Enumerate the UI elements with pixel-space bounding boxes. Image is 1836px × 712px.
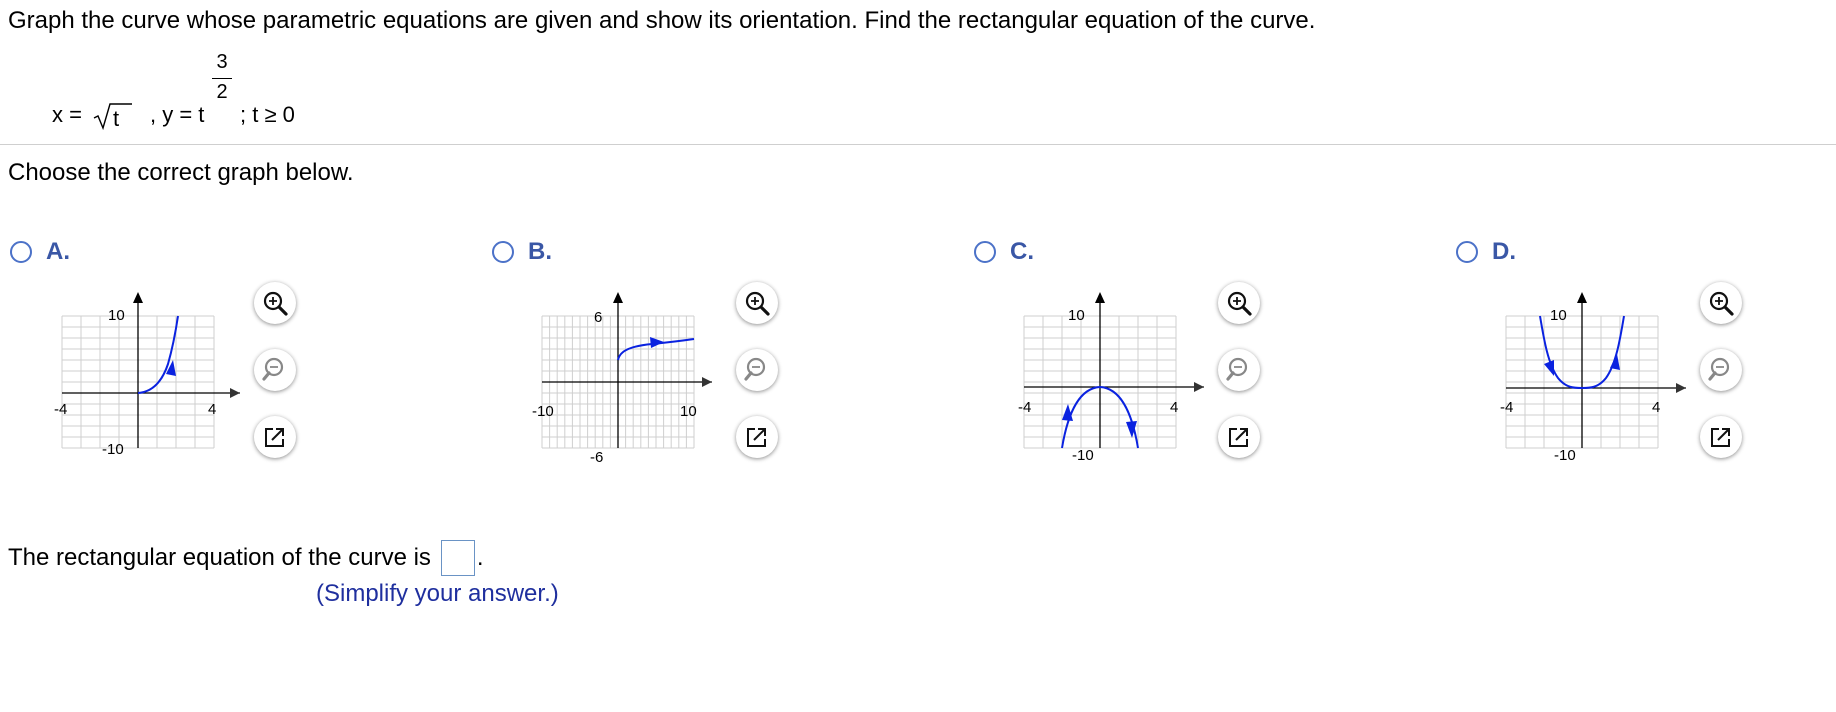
zoom-out-button-a[interactable] [254, 349, 296, 391]
option-b[interactable]: B. [492, 236, 552, 268]
zoom-in-icon [1227, 291, 1252, 316]
zoom-in-icon [263, 291, 288, 316]
radio-option-b[interactable] [492, 241, 514, 263]
simplify-hint: (Simplify your answer.) [316, 580, 559, 607]
equation-y-part: , y = t [150, 102, 205, 127]
tick-label-y-bottom: -10 [1554, 447, 1576, 462]
option-a-letter: A. [46, 238, 70, 265]
zoom-out-button-d[interactable] [1700, 349, 1742, 391]
answer-period: . [476, 544, 484, 571]
zoom-out-button-b[interactable] [736, 349, 778, 391]
radio-option-a[interactable] [10, 241, 32, 263]
axes [1506, 296, 1686, 448]
option-c[interactable]: C. [974, 236, 1034, 268]
answer-input[interactable] [440, 540, 475, 576]
orientation-arrow [166, 360, 176, 376]
zoom-in-button-c[interactable] [1218, 282, 1260, 324]
popout-button-b[interactable] [736, 416, 778, 458]
graph-b: -10 10 6 -6 [532, 292, 712, 462]
y-axis-arrow [1577, 292, 1587, 303]
tick-label-x-right: 4 [1170, 399, 1178, 416]
zoom-out-icon [262, 357, 284, 381]
orientation-arrow-right [1610, 354, 1620, 370]
axes [62, 296, 240, 448]
axes [542, 296, 712, 448]
curve [137, 315, 179, 394]
exponent-numerator: 3 [216, 51, 228, 73]
tick-label-y-bottom: -10 [1072, 447, 1094, 462]
exponent-denominator: 2 [216, 81, 228, 103]
zoom-in-button-a[interactable] [254, 282, 296, 324]
orientation-arrow [650, 337, 664, 348]
axes [1024, 296, 1204, 448]
divider [0, 144, 1836, 145]
answer-line: The rectangular equation of the curve is… [8, 540, 484, 576]
y-axis-arrow [1095, 292, 1105, 303]
tick-label-y-top: 10 [1068, 307, 1085, 324]
zoom-out-icon [1708, 357, 1730, 381]
zoom-in-icon [1709, 291, 1734, 316]
orientation-arrow-left [1062, 404, 1073, 421]
graph-c: -4 4 10 -10 [1018, 292, 1204, 462]
option-d-letter: D. [1492, 238, 1516, 265]
tick-label-x-left: -4 [1018, 399, 1031, 416]
x-axis-arrow [1194, 382, 1204, 392]
orientation-arrow-left [1544, 360, 1554, 376]
tick-label-x-right: 4 [1652, 399, 1660, 416]
exponent-fraction: 3 2 [210, 50, 234, 103]
graph-a: -4 4 10 -10 [54, 292, 240, 458]
answer-label: The rectangular equation of the curve is [8, 544, 431, 571]
tick-label-x-left: -4 [54, 401, 67, 418]
popout-icon [747, 428, 766, 447]
tick-label-y-bottom: -6 [590, 449, 603, 462]
tick-label-y-bottom: -10 [102, 441, 124, 458]
x-axis-arrow [230, 388, 240, 398]
popout-icon [1711, 428, 1730, 447]
zoom-in-button-d[interactable] [1700, 282, 1742, 324]
zoom-out-button-c[interactable] [1218, 349, 1260, 391]
zoom-out-icon [1226, 357, 1248, 381]
radio-option-d[interactable] [1456, 241, 1478, 263]
popout-button-c[interactable] [1218, 416, 1260, 458]
tick-label-y-top: 10 [1550, 307, 1567, 324]
popout-icon [1229, 428, 1248, 447]
tick-label-x-right: 4 [208, 401, 216, 418]
option-d[interactable]: D. [1456, 236, 1516, 268]
graph-d: -4 4 10 -10 [1500, 292, 1686, 462]
zoom-in-button-b[interactable] [736, 282, 778, 324]
tick-label-y-top: 10 [108, 307, 125, 324]
y-axis-arrow [133, 292, 143, 303]
zoom-in-icon [745, 291, 770, 316]
option-b-letter: B. [528, 238, 552, 265]
option-c-letter: C. [1010, 238, 1034, 265]
popout-button-a[interactable] [254, 416, 296, 458]
option-a[interactable]: A. [10, 236, 70, 268]
x-axis-arrow [1676, 383, 1686, 393]
orientation-arrow-right [1126, 421, 1137, 438]
popout-button-d[interactable] [1700, 416, 1742, 458]
choose-graph-prompt: Choose the correct graph below. [8, 159, 354, 186]
x-axis-arrow [702, 377, 712, 387]
parametric-equations: x = t , y = t 3 2 ; t ≥ 0 [52, 50, 452, 131]
radio-option-c[interactable] [974, 241, 996, 263]
tick-label-y-top: 6 [594, 309, 602, 326]
zoom-out-icon [744, 357, 766, 381]
popout-icon [265, 428, 284, 447]
y-axis-arrow [613, 292, 623, 303]
equation-x-part: x = [52, 102, 82, 127]
equation-condition: ; t ≥ 0 [240, 102, 295, 127]
question-text: Graph the curve whose parametric equatio… [8, 7, 1316, 34]
tick-label-x-right: 10 [680, 403, 697, 420]
tick-label-x-left: -4 [1500, 399, 1513, 416]
fraction-bar [212, 78, 232, 79]
sqrt-symbol: t [93, 103, 132, 131]
sqrt-argument: t [113, 106, 119, 131]
tick-label-x-left: -10 [532, 403, 554, 420]
